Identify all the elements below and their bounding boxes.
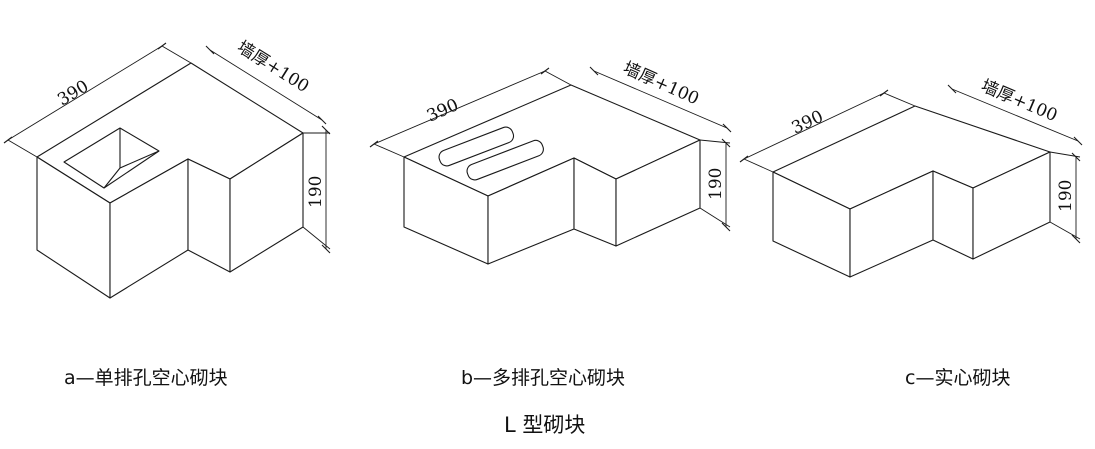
block-a-dim-width: 墙厚+100 (233, 37, 312, 97)
block-b-dim-height: 190 (706, 168, 726, 200)
block-c-dim-height: 190 (1056, 180, 1076, 212)
block-a-body (36, 62, 304, 299)
caption-block-c: c—实心砌块 (905, 367, 1011, 389)
block-a-dim-length: 390 (54, 76, 92, 110)
block-c: 390 墙厚+100 190 (739, 76, 1083, 278)
block-c-dim-length: 390 (789, 107, 827, 139)
block-b-dim-length: 390 (424, 95, 462, 126)
figure-title: L 型砌块 (504, 413, 586, 437)
block-b-dim-width: 墙厚+100 (620, 58, 702, 109)
block-b-hole-2 (466, 139, 544, 181)
caption-block-b: b—多排孔空心砌块 (461, 367, 626, 389)
block-a-dim-height: 190 (306, 176, 326, 208)
block-c-body (772, 105, 1051, 278)
caption-block-a: a—单排孔空心砌块 (64, 367, 228, 389)
block-b: 390 墙厚+100 190 (369, 58, 732, 265)
block-b-body (403, 84, 701, 265)
block-b-hole-1 (438, 126, 515, 167)
block-a: 390 墙厚+100 190 (3, 37, 331, 299)
block-c-dim-width: 墙厚+100 (978, 76, 1060, 126)
